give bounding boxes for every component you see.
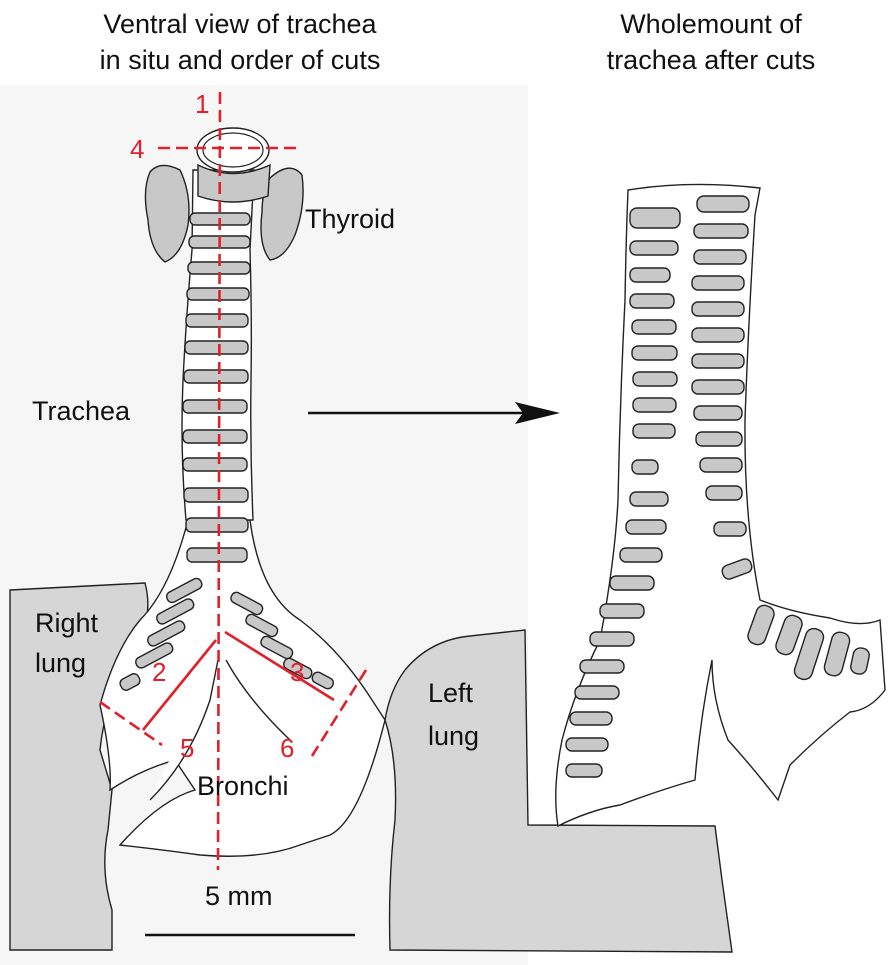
cartilage-ring bbox=[184, 488, 248, 502]
cartilage-ring bbox=[630, 294, 674, 308]
bronchi-label: Bronchi bbox=[197, 771, 289, 801]
left-lung-label-line-1: Left bbox=[428, 678, 474, 708]
cartilage-ring bbox=[694, 250, 746, 264]
cut-number-4: 4 bbox=[130, 134, 144, 164]
cartilage-ring bbox=[692, 354, 744, 368]
cartilage-ring bbox=[187, 548, 247, 562]
cartilage-ring bbox=[630, 208, 680, 228]
cartilage-ring bbox=[630, 241, 678, 255]
cartilage-ring bbox=[184, 370, 248, 383]
cartilage-ring bbox=[630, 268, 670, 282]
cartilage-ring bbox=[580, 660, 624, 673]
cartilage-ring bbox=[694, 224, 748, 238]
cartilage-ring bbox=[694, 406, 742, 420]
cartilage-ring bbox=[696, 432, 742, 446]
cartilage-ring bbox=[590, 632, 634, 646]
cartilage-ring bbox=[187, 288, 249, 300]
cartilage-ring bbox=[626, 520, 666, 534]
cartilage-ring bbox=[692, 328, 744, 342]
right-lung-label-line-1: Right bbox=[35, 608, 99, 638]
cartilage-ring bbox=[570, 712, 612, 725]
cartilage-ring bbox=[633, 372, 677, 386]
scale-bar-label: 5 mm bbox=[205, 881, 273, 911]
left-lung-label-line-2: lung bbox=[428, 721, 479, 751]
cartilage-ring bbox=[692, 276, 744, 290]
cartilage-ring bbox=[575, 686, 619, 699]
cartilage-ring bbox=[632, 320, 676, 334]
cartilage-ring bbox=[632, 346, 677, 360]
cartilage-ring bbox=[566, 764, 602, 777]
cartilage-ring bbox=[600, 604, 644, 618]
cut-number-1: 1 bbox=[195, 89, 209, 119]
cartilage-ring bbox=[186, 518, 248, 532]
cartilage-ring bbox=[706, 486, 742, 500]
cartilage-ring bbox=[700, 458, 742, 472]
cut-number-5: 5 bbox=[180, 733, 194, 763]
right-lung-label-line-2: lung bbox=[35, 648, 86, 678]
cartilage-ring bbox=[630, 492, 668, 506]
cartilage-ring bbox=[183, 430, 247, 443]
cartilage-ring bbox=[714, 522, 746, 536]
cartilage-ring bbox=[632, 460, 658, 474]
cut-number-6: 6 bbox=[280, 733, 294, 763]
cartilage-ring bbox=[697, 196, 749, 212]
cartilage-ring bbox=[185, 341, 248, 354]
cartilage-ring bbox=[633, 398, 676, 412]
cartilage-ring bbox=[566, 738, 608, 751]
cartilage-ring bbox=[186, 314, 248, 327]
cartilage-ring bbox=[692, 302, 744, 316]
larynx-ring-outer bbox=[197, 128, 269, 172]
thyroid-label: Thyroid bbox=[305, 204, 395, 234]
cut-number-3: 3 bbox=[290, 657, 304, 687]
cartilage-ring bbox=[610, 576, 654, 590]
cartilage-ring bbox=[620, 548, 662, 562]
cartilage-ring bbox=[183, 458, 247, 471]
cartilage-ring bbox=[633, 424, 675, 438]
cut-number-2: 2 bbox=[152, 657, 166, 687]
cartilage-ring bbox=[183, 400, 247, 413]
cartilage-ring bbox=[692, 380, 744, 394]
trachea-label: Trachea bbox=[32, 396, 131, 426]
